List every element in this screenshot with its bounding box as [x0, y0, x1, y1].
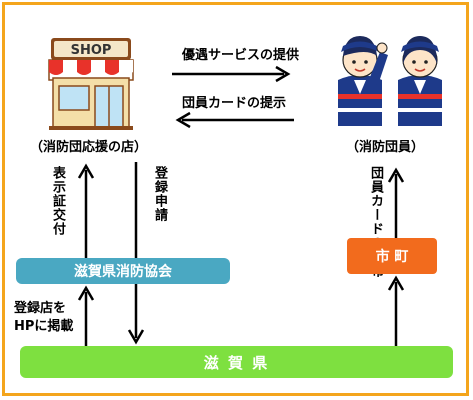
label-hp-publish: 登録店を HPに掲載 — [14, 301, 74, 334]
label-registration-application: 登録申請 — [152, 166, 167, 222]
arrow-up-icon — [77, 285, 95, 346]
arrow-up-icon — [77, 163, 95, 258]
arrow-label-service: 優遇サービスの提供 — [182, 48, 300, 63]
members-label: （消防団員） — [346, 140, 425, 155]
arrow-down-icon — [127, 162, 145, 345]
association-box: 滋賀県消防協会 — [16, 258, 230, 284]
shop-icon: SHOP — [48, 38, 134, 130]
arrow-right-icon — [172, 65, 291, 83]
arrow-up-icon — [387, 275, 405, 346]
arrow-left-icon — [175, 111, 294, 129]
label-display-certificate: 表示証交付 — [50, 166, 65, 236]
svg-text:SHOP: SHOP — [71, 43, 112, 58]
arrow-label-card-show: 団員カードの提示 — [182, 96, 287, 111]
shop-label: （消防団応援の店） — [30, 140, 148, 155]
city-town-box: 市 町 — [347, 238, 437, 274]
arrow-up-icon — [387, 167, 405, 238]
firefighters-icon — [338, 36, 442, 126]
prefecture-box: 滋 賀 県 — [20, 346, 453, 378]
